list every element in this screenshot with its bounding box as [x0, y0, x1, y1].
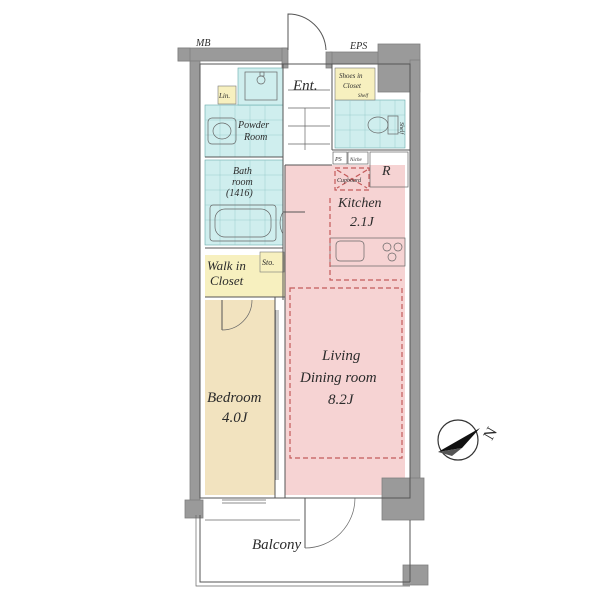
living-room-label-2: Dining room [299, 370, 377, 386]
shoe-closet-floor [334, 67, 376, 101]
shoes-closet-label-2: Closet [343, 82, 362, 90]
walk-in-closet-label-1: Walk in [207, 258, 246, 273]
living-room-label-3: 8.2J [328, 392, 355, 408]
ps-label: PS [334, 157, 342, 163]
shelf-small-label: Shelf [358, 94, 369, 99]
powder-room-label-1: Powder [237, 120, 269, 131]
powder-room-floor [204, 104, 284, 158]
bedroom-label-1: Bedroom [207, 390, 262, 406]
doors [221, 13, 356, 549]
north-arrow-needle-icon [438, 428, 480, 452]
storage-label: Sto. [262, 258, 274, 267]
bedroom-label-2: 4.0J [222, 410, 249, 426]
cupboard-label: Cupboard [337, 178, 362, 184]
bathroom-label-1: Bath [233, 166, 252, 177]
eps-label: EPS [349, 41, 367, 52]
living-room-label-1: Living [321, 348, 361, 364]
powder-room-label-2: Room [243, 132, 267, 143]
fixtures [207, 71, 409, 459]
north-label: N [480, 424, 501, 443]
bathroom-label-3: (1416) [226, 188, 253, 199]
shoes-closet-label-1: Shoes in [339, 72, 363, 80]
mb-label: MB [195, 38, 210, 49]
linen-closet-floor [217, 85, 237, 105]
north-arrow-tail-icon [438, 448, 462, 456]
toilet-floor [334, 99, 406, 149]
balcony-label: Balcony [252, 537, 301, 553]
entrance-label: Ent. [292, 78, 318, 94]
living-room-floor [285, 165, 405, 495]
linen-label: Lin. [218, 92, 230, 100]
north-arrow-circle [437, 419, 479, 461]
north-arrow: N [437, 419, 501, 461]
bedroom-floor [205, 300, 275, 495]
refrigerator-label: R [381, 164, 391, 179]
bathroom-label-2: room [232, 177, 253, 188]
kitchen-label-1: Kitchen [337, 196, 382, 211]
niche-label: Niche [349, 158, 362, 163]
walk-in-closet-label-2: Closet [210, 273, 244, 288]
shelf-wc-label: Shelf [398, 122, 405, 135]
storage-floor [259, 251, 285, 273]
walls [177, 43, 429, 586]
kitchen-label-2: 2.1J [350, 215, 375, 230]
